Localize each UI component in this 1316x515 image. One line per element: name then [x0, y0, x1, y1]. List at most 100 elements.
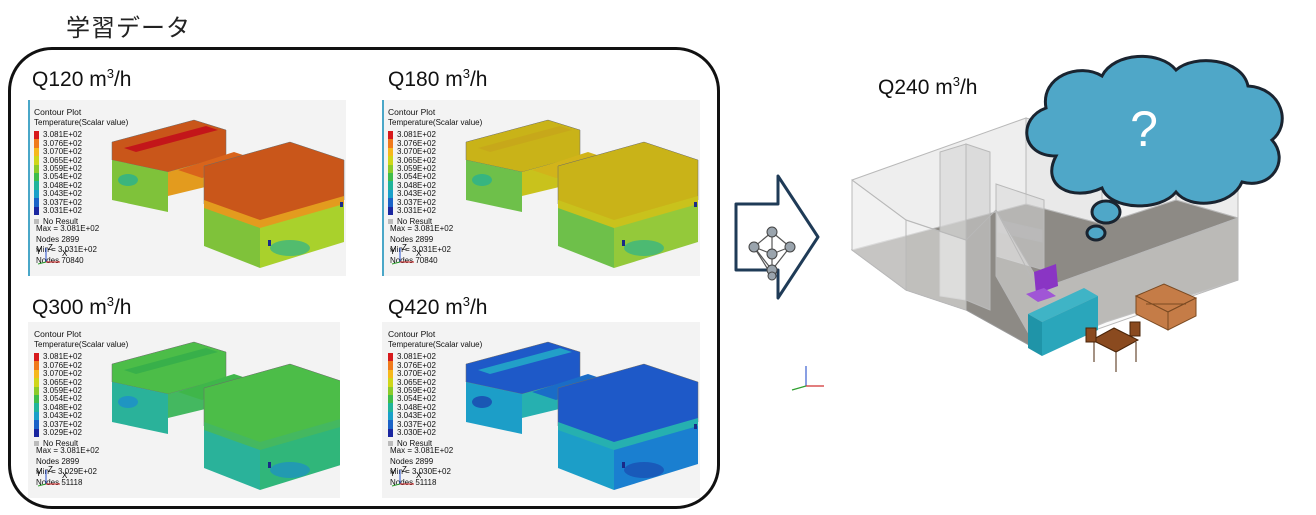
legend-row: 3.037E+02: [34, 197, 128, 207]
min-nodes: Nodes 51118: [390, 477, 437, 487]
legend-row: 3.065E+02: [34, 378, 128, 387]
contour-legend: Contour Plot Temperature(Scalar value) 3…: [388, 107, 482, 227]
legend-row: 3.054E+02: [34, 394, 128, 404]
legend-value: 3.037E+02: [397, 197, 436, 207]
panel-divider: [382, 100, 384, 276]
legend-value: 3.081E+02: [43, 352, 82, 362]
legend-value: 3.037E+02: [43, 419, 82, 429]
legend-subtitle: Temperature(Scalar value): [388, 339, 483, 349]
min-value: Min = 3.030E+02: [390, 467, 451, 476]
legend-swatch: [34, 206, 39, 215]
legend-row: 3.081E+02: [34, 352, 128, 362]
contour-legend: Contour Plot Temperature(Scalar value) 3…: [34, 107, 129, 226]
legend-swatch: [388, 164, 393, 173]
legend-value: 3.048E+02: [397, 180, 436, 190]
prediction-label: Q240 m3/h: [878, 74, 978, 99]
legend-swatch: [34, 378, 39, 387]
legend-row: 3.031E+02: [34, 206, 128, 215]
group-title: 学習データ: [66, 14, 191, 42]
contour-panel-q120: Contour Plot Temperature(Scalar value) 3…: [28, 100, 346, 276]
min-value: Min = 3.031E+02: [390, 245, 451, 254]
case-label-q180: Q180 m3/h: [388, 66, 488, 91]
legend-swatch: [34, 164, 39, 173]
legend-value: 3.076E+02: [43, 138, 82, 148]
legend-value: 3.059E+02: [43, 164, 82, 174]
max-nodes: Nodes 2899: [390, 234, 434, 244]
legend-row: 3.059E+02: [34, 386, 128, 395]
triad-z: Z: [48, 465, 53, 474]
legend-value: 3.076E+02: [43, 360, 82, 370]
legend-row: 3.054E+02: [34, 172, 128, 181]
legend-value: 3.037E+02: [43, 197, 82, 207]
legend-swatch: [388, 386, 393, 395]
legend-value: 3.059E+02: [397, 386, 436, 396]
max-nodes: Nodes 2899: [36, 456, 80, 466]
triad-z: Z: [402, 243, 407, 252]
legend-swatch: [388, 172, 393, 182]
legend-row: 3.076E+02: [388, 361, 482, 370]
legend-value: 3.054E+02: [397, 394, 436, 404]
contour-stats: Max = 3.081E+02 Nodes 2899 Min = 3.031E+…: [390, 224, 453, 266]
legend-value: 3.031E+02: [397, 205, 436, 215]
legend-value: 3.070E+02: [397, 369, 436, 379]
triad-y: Y: [36, 247, 42, 256]
max-value: Max = 3.081E+02: [390, 446, 454, 455]
min-nodes: Nodes 51118: [36, 477, 83, 487]
legend-swatch: [34, 198, 39, 207]
legend-value: 3.054E+02: [43, 394, 82, 404]
contour-panel-q300: Contour Plot Temperature(Scalar value) 3…: [28, 322, 340, 498]
contour-stats: Max = 3.081E+02 Nodes 2899 Min = 3.029E+…: [36, 446, 99, 488]
axis-triad-icon: [791, 366, 824, 391]
triad-y: Y: [390, 469, 396, 478]
legend-value: 3.059E+02: [397, 164, 436, 174]
legend-value: 3.029E+02: [43, 427, 82, 437]
legend-swatch: [34, 353, 39, 362]
legend-row: 3.081E+02: [388, 352, 482, 362]
triad-z: Z: [402, 465, 407, 474]
case-label-q420: Q420 m3/h: [388, 294, 488, 319]
legend-value: 3.081E+02: [397, 352, 436, 362]
legend-row: 3.070E+02: [34, 147, 128, 157]
legend-row: 3.043E+02: [388, 411, 482, 421]
contour-panel-q180: Contour Plot Temperature(Scalar value) 3…: [382, 100, 700, 276]
legend-row: 3.081E+02: [388, 130, 482, 139]
legend-row: 3.037E+02: [388, 420, 482, 429]
legend-row: 3.037E+02: [34, 419, 128, 429]
legend-row: 3.070E+02: [388, 369, 482, 379]
legend-swatch: [34, 394, 39, 404]
legend-row: 3.054E+02: [388, 172, 482, 182]
legend-value: 3.048E+02: [43, 180, 82, 190]
case-label-q120: Q120 m3/h: [32, 66, 132, 91]
legend-swatch: [34, 361, 39, 370]
legend-swatch: [34, 420, 39, 429]
legend-swatch: [34, 428, 39, 437]
legend-no-result: No Result: [388, 439, 482, 449]
legend-value: 3.065E+02: [397, 155, 436, 165]
legend-value: 3.076E+02: [397, 138, 436, 148]
triad-x: X: [416, 471, 422, 480]
contour-stats: Max = 3.081E+02 Nodes 2899 Min = 3.031E+…: [36, 224, 99, 266]
legend-swatch: [34, 189, 39, 199]
triad-x: X: [62, 249, 68, 258]
legend-value: 3.070E+02: [43, 369, 82, 379]
legend-no-result: No Result: [388, 217, 482, 227]
legend-row: 3.029E+02: [34, 427, 128, 437]
legend-value: 3.054E+02: [397, 172, 436, 182]
legend-subtitle: Temperature(Scalar value): [34, 339, 129, 349]
contour-legend: Contour Plot Temperature(Scalar value) 3…: [388, 329, 483, 449]
axis-triad-icon: Y Z X: [390, 465, 422, 487]
legend-swatch: [388, 403, 393, 412]
case-label-q300: Q300 m3/h: [32, 294, 132, 319]
contour-panel-q420: Contour Plot Temperature(Scalar value) 3…: [382, 322, 700, 498]
network-arrow-icon: [734, 174, 820, 300]
legend-value: 3.070E+02: [43, 147, 82, 157]
triad-y: Y: [390, 247, 396, 256]
legend-subtitle: Temperature(Scalar value): [34, 117, 129, 127]
legend-swatch: [388, 139, 393, 148]
legend-row: 3.070E+02: [388, 147, 482, 157]
min-nodes: Nodes 70840: [36, 255, 84, 265]
legend-value: 3.070E+02: [397, 147, 436, 157]
panel-divider: [28, 100, 30, 276]
legend-row: 3.076E+02: [388, 138, 482, 148]
legend-swatch: [388, 411, 393, 421]
